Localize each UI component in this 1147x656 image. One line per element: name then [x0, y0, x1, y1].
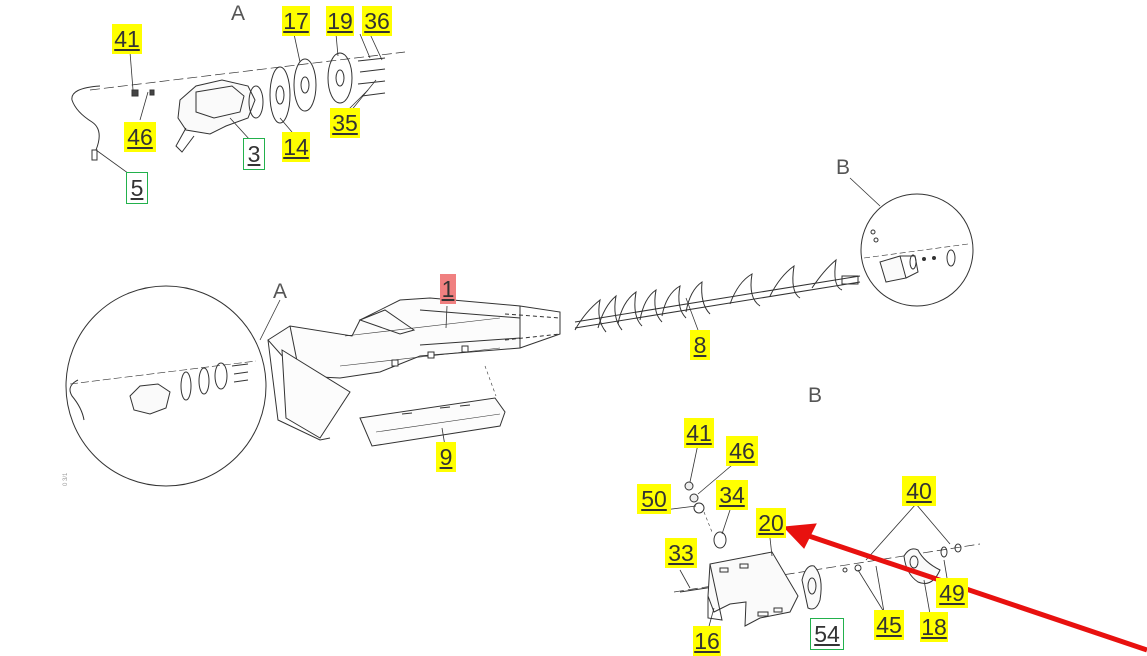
part-label-5: 5	[126, 172, 148, 204]
part-label-46-detail-b: 46	[726, 436, 758, 466]
mounting-bracket-part	[707, 551, 799, 627]
view-letter-detail-b: B	[808, 384, 823, 407]
bearing-housing-part	[801, 565, 822, 610]
red-arrow	[782, 523, 1147, 653]
detail-circle-b	[860, 193, 974, 307]
bushing-part	[713, 531, 727, 549]
sensor-cable-part	[71, 85, 101, 161]
part-label-33: 33	[665, 538, 697, 568]
auger-flight-part	[574, 258, 861, 333]
gasket-part	[269, 66, 291, 124]
part-label-17: 17	[282, 6, 310, 36]
part-label-1: 1	[440, 274, 456, 304]
part-label-54: 54	[810, 618, 844, 650]
detail-a-gearbox-group	[71, 51, 406, 161]
part-label-36: 36	[362, 6, 392, 36]
flange-part	[293, 58, 317, 112]
view-letter-circle-a: A	[273, 280, 288, 303]
detail-b-bearing-group	[673, 481, 981, 627]
view-letter-circle-b: B	[836, 156, 851, 179]
part-label-41-detail-b: 41	[684, 418, 714, 448]
part-label-3: 3	[243, 138, 265, 170]
part-label-40: 40	[902, 476, 936, 506]
part-label-9: 9	[436, 442, 456, 472]
part-label-41: 41	[112, 24, 142, 54]
part-label-45: 45	[874, 610, 904, 640]
part-label-50: 50	[637, 484, 671, 514]
flange-part	[327, 52, 353, 104]
part-label-46: 46	[124, 122, 156, 152]
part-label-49: 49	[936, 578, 968, 608]
view-letter-top-a: A	[231, 2, 246, 25]
cover-plate-part	[359, 365, 506, 447]
part-label-16: 16	[693, 626, 721, 656]
part-label-8: 8	[690, 330, 710, 360]
gearbox-part	[177, 79, 256, 135]
detail-circle-a	[65, 285, 267, 487]
part-label-20: 20	[756, 508, 786, 538]
part-label-18: 18	[920, 612, 948, 642]
side-code: 0 3/1	[63, 472, 69, 486]
part-label-14: 14	[282, 132, 310, 162]
part-label-35: 35	[330, 108, 360, 138]
part-label-19: 19	[326, 6, 354, 36]
auger-tube-part	[267, 297, 561, 441]
part-label-34: 34	[716, 480, 748, 510]
